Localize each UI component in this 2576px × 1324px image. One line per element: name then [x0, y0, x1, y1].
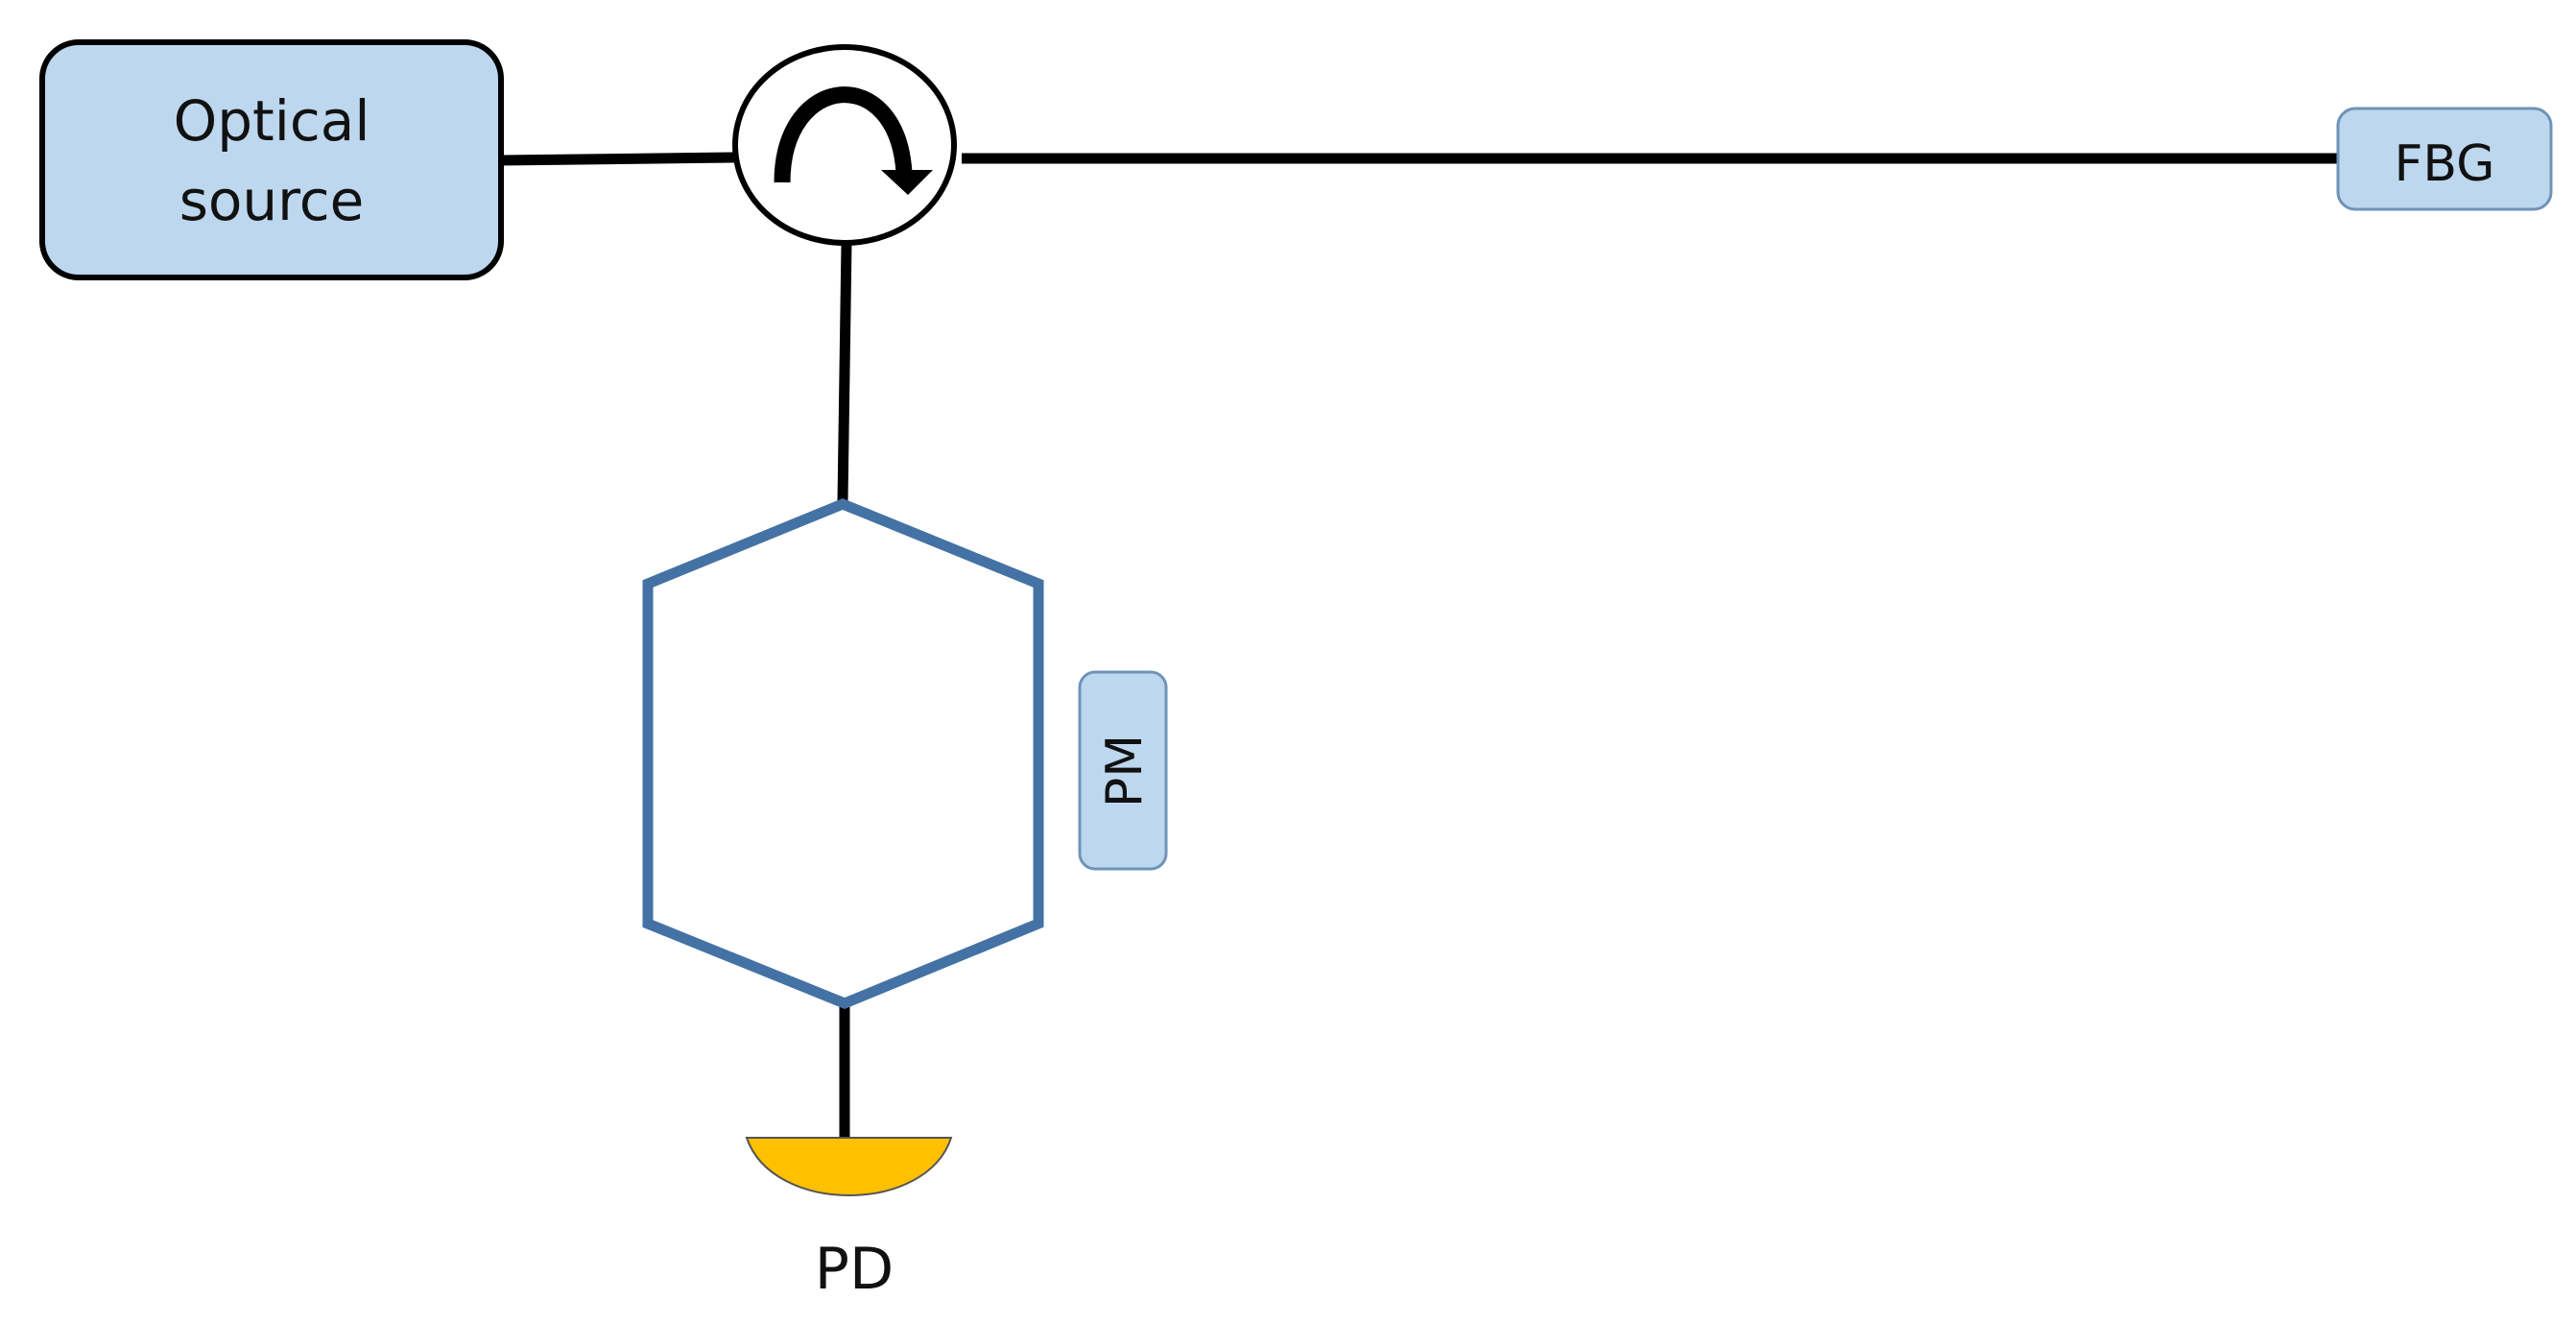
- pm-label-block: PM: [1078, 670, 1168, 871]
- circulator-body: [732, 44, 957, 246]
- optical-source-block: Optical source: [39, 39, 504, 280]
- fbg-box: [2336, 107, 2553, 211]
- circulator: [732, 44, 957, 246]
- pd-block: PD: [745, 1137, 953, 1303]
- circulator-to-pm-link: [837, 241, 852, 502]
- optical-source-label-line2: source: [179, 168, 365, 233]
- pm-hexagon: [642, 498, 1044, 1009]
- circulator-arrow-icon: [774, 86, 933, 195]
- optical-source-label-line1: Optical: [174, 88, 370, 154]
- fbg-block: FBG: [2336, 107, 2553, 211]
- fbg-label: FBG: [2395, 135, 2495, 193]
- pm-label-box: [1078, 670, 1168, 871]
- pd-label: PD: [815, 1236, 894, 1303]
- optical-source-box: [39, 39, 504, 280]
- source-to-circulator-link: [500, 152, 735, 166]
- pm-label: PM: [1096, 734, 1154, 807]
- photodetector-icon: [745, 1137, 953, 1196]
